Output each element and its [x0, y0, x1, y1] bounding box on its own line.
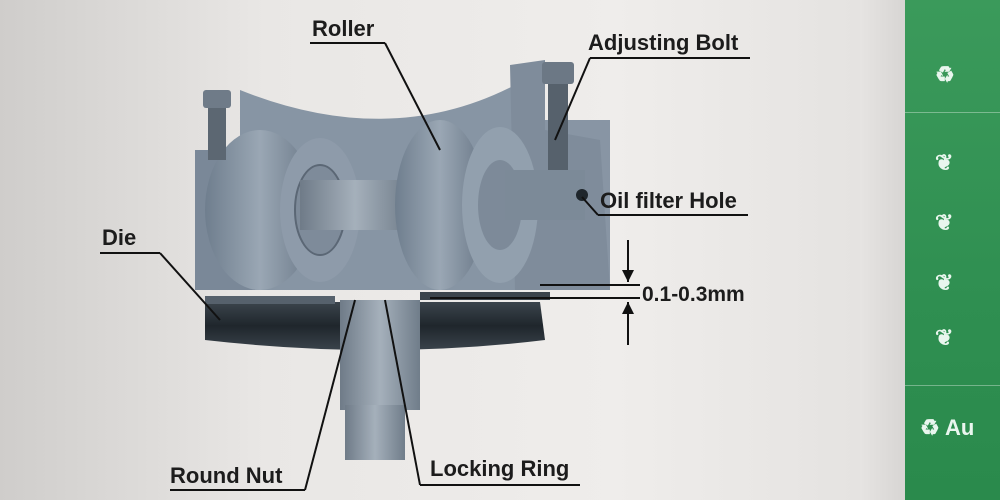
- label-adjusting-bolt: Adjusting Bolt: [588, 30, 739, 55]
- label-die: Die: [102, 225, 137, 250]
- label-gap: 0.1-0.3mm: [642, 283, 745, 306]
- sidebar-item-au[interactable]: ♻ Au: [920, 415, 990, 445]
- roller-gear: [395, 120, 538, 290]
- sidebar-item-label: Au: [945, 415, 975, 440]
- left-bolt-head: [203, 90, 231, 108]
- die-top-edge: [205, 296, 335, 304]
- roller-shaft: [300, 180, 410, 230]
- main-shaft-lower: [345, 405, 405, 460]
- leaf-icon: ❦: [935, 150, 954, 175]
- sidebar: ♻ ❦ ❦ ❦ ❦ ♻ Au: [905, 0, 1000, 500]
- sidebar-item-leaf-3[interactable]: ❦: [935, 270, 995, 300]
- left-bolt: [208, 100, 226, 160]
- leaf-icon: ❦: [935, 210, 954, 235]
- adjusting-bolt-head: [542, 62, 574, 84]
- label-locking-ring: Locking Ring: [430, 456, 570, 481]
- sidebar-divider: [905, 112, 1000, 113]
- label-roller: Roller: [312, 16, 375, 41]
- sidebar-item-recycle[interactable]: ♻: [935, 62, 995, 92]
- leaf-icon: ❦: [935, 270, 954, 295]
- sidebar-divider: [905, 385, 1000, 386]
- adjusting-bolt: [548, 75, 568, 185]
- sidebar-item-leaf-1[interactable]: ❦: [935, 150, 995, 180]
- bolt-block: [505, 170, 585, 220]
- recycle-icon: ♻: [935, 62, 955, 87]
- main-shaft: [340, 300, 420, 410]
- label-round-nut: Round Nut: [170, 463, 283, 488]
- die-top-edge-right: [420, 292, 550, 300]
- leaf-icon: ❦: [935, 325, 954, 350]
- sidebar-item-leaf-2[interactable]: ❦: [935, 210, 995, 240]
- sidebar-item-leaf-4[interactable]: ❦: [935, 325, 995, 355]
- recycle-icon: ♻: [920, 415, 940, 440]
- oil-filter-hole-mark: [576, 189, 588, 201]
- label-oil-filter-hole: Oil filter Hole: [600, 188, 737, 213]
